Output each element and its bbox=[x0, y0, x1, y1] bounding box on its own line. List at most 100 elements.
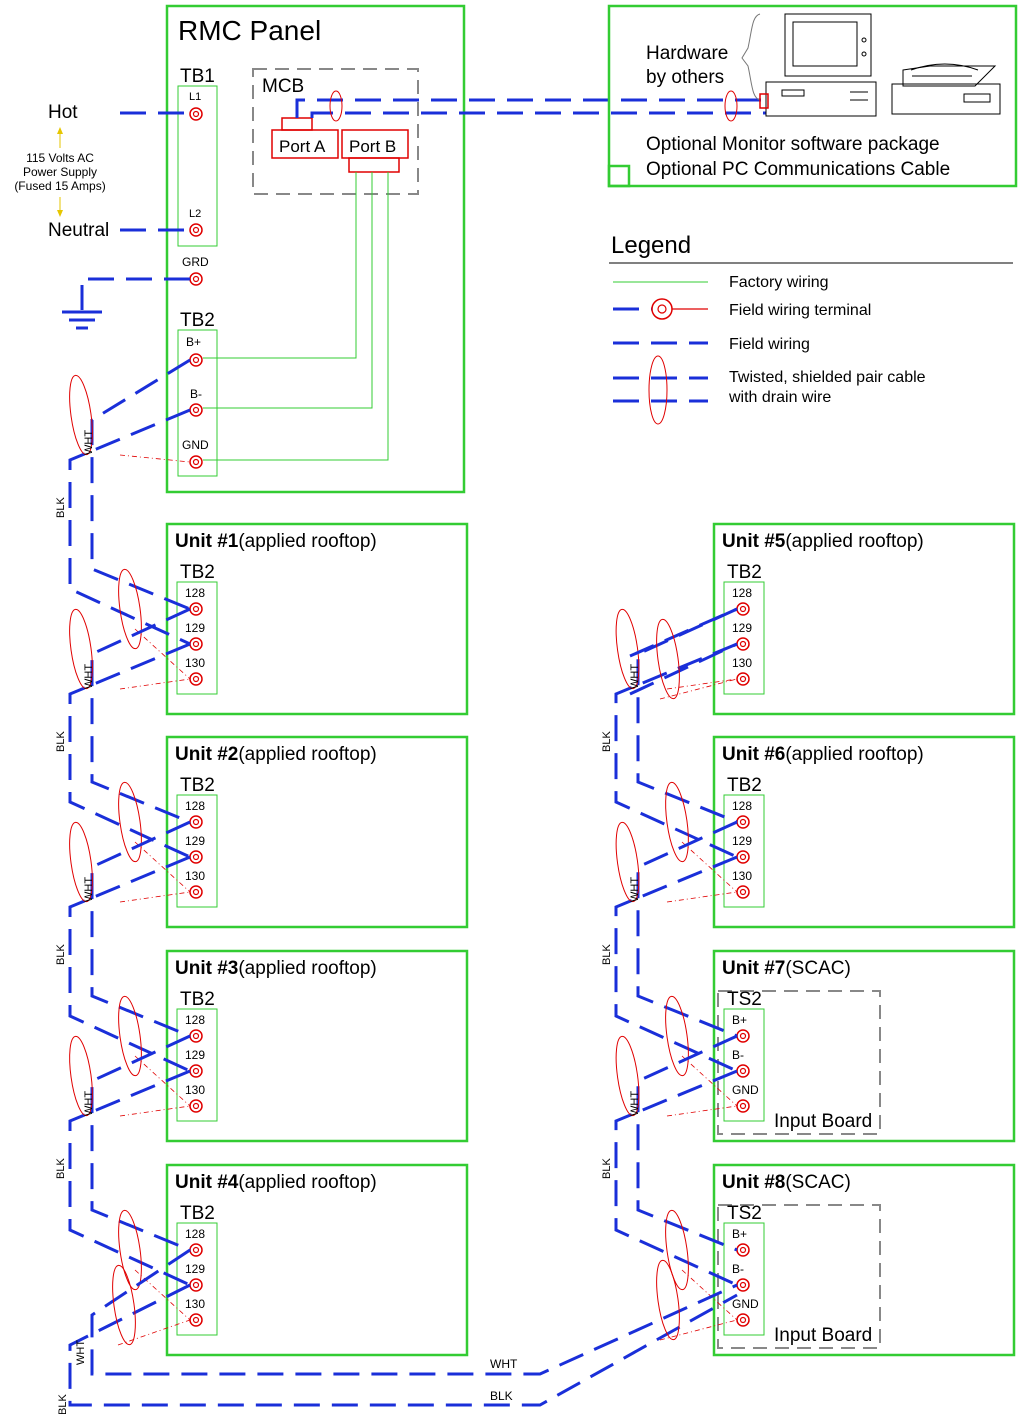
unit-terminal bbox=[736, 672, 750, 686]
wht-label: WHT bbox=[629, 664, 641, 689]
unit-tb-block bbox=[723, 581, 765, 695]
printer-icon bbox=[891, 63, 1001, 115]
unit-terminal-label: B+ bbox=[732, 1227, 747, 1241]
unit-desc: (applied rooftop) bbox=[238, 1172, 376, 1193]
unit-terminal bbox=[736, 1064, 750, 1078]
unit-heading: Unit #5(applied rooftop) bbox=[722, 531, 924, 552]
unit-terminal bbox=[189, 850, 203, 864]
blk-label: BLK bbox=[601, 1158, 613, 1179]
legend-twisted-swatch bbox=[613, 355, 708, 425]
legend-factory-label: Factory wiring bbox=[729, 274, 829, 291]
unit-name: Unit #8 bbox=[722, 1172, 785, 1193]
unit-terminal bbox=[736, 1278, 750, 1292]
hardware-brace bbox=[741, 13, 761, 101]
rmc-panel-box bbox=[165, 4, 466, 494]
panel-tb2-block bbox=[177, 329, 218, 477]
ground-symbol bbox=[62, 310, 102, 330]
tb1-block bbox=[177, 85, 218, 247]
unit-tb-label: TS2 bbox=[727, 989, 762, 1010]
unit-name: Unit #4 bbox=[175, 1172, 239, 1193]
tb1-l2-label: L2 bbox=[189, 208, 201, 220]
blk-label: BLK bbox=[55, 1158, 67, 1179]
hardware-line-2: by others bbox=[646, 67, 724, 88]
units-layer: Unit #1(applied rooftop)TB2128129130Unit… bbox=[165, 522, 1016, 1357]
terminal-b-minus bbox=[189, 403, 203, 417]
unit-heading: Unit #6(applied rooftop) bbox=[722, 744, 924, 765]
unit-tb-block bbox=[176, 581, 218, 695]
unit-heading: Unit #1(applied rooftop) bbox=[175, 531, 377, 552]
supply-arrowhead-up bbox=[57, 127, 63, 134]
unit-terminal-label: 130 bbox=[185, 1083, 205, 1097]
unit-name: Unit #5 bbox=[722, 531, 786, 552]
supply-line-3: (Fused 15 Amps) bbox=[14, 179, 105, 193]
unit-terminal-label: 128 bbox=[185, 799, 205, 813]
unit-name: Unit #1 bbox=[175, 531, 239, 552]
terminal-l2 bbox=[189, 223, 203, 237]
legend-field-label: Field wiring bbox=[729, 336, 810, 353]
unit-terminal-label: 130 bbox=[732, 869, 752, 883]
wht-label: WHT bbox=[83, 1091, 95, 1116]
unit-terminal-label: 129 bbox=[732, 834, 752, 848]
unit-tb-label: TB2 bbox=[180, 775, 215, 796]
wht-label: WHT bbox=[83, 664, 95, 689]
pc-area-box bbox=[607, 4, 1018, 188]
unit-terminal-label: 129 bbox=[732, 621, 752, 635]
input-board-label: Input Board bbox=[774, 1111, 872, 1132]
unit-desc: (applied rooftop) bbox=[238, 531, 376, 552]
pc-communications-cable bbox=[295, 90, 766, 122]
input-board-label: Input Board bbox=[774, 1325, 872, 1346]
unit-terminal-label: B+ bbox=[732, 1013, 747, 1027]
unit-terminal-label: 128 bbox=[185, 1013, 205, 1027]
hot-label: Hot bbox=[48, 102, 78, 123]
supply-arrowhead-down bbox=[57, 210, 63, 217]
unit-heading: Unit #7(SCAC) bbox=[722, 958, 851, 979]
unit-name: Unit #7 bbox=[722, 958, 785, 979]
unit-tb-label: TB2 bbox=[727, 562, 762, 583]
unit-terminal bbox=[736, 885, 750, 899]
unit-terminal bbox=[736, 1243, 750, 1257]
terminal-gnd bbox=[189, 455, 203, 469]
supply-line-1: 115 Volts AC bbox=[26, 151, 94, 165]
unit-terminal bbox=[189, 1029, 203, 1043]
panel-tb2-gnd-label: GND bbox=[182, 438, 209, 452]
unit-terminal bbox=[189, 637, 203, 651]
panel-tb2-bminus-label: B- bbox=[190, 387, 202, 401]
port-a-connector bbox=[281, 117, 313, 131]
unit-desc: (applied rooftop) bbox=[238, 958, 376, 979]
wht-label: WHT bbox=[75, 1340, 87, 1365]
unit-terminal-label: 129 bbox=[185, 1048, 205, 1062]
unit-terminal bbox=[189, 885, 203, 899]
rmc-panel-title: RMC Panel bbox=[178, 15, 321, 46]
unit-terminal-label: B- bbox=[732, 1262, 744, 1276]
left-chain-segment-4: WHT BLK bbox=[55, 1034, 191, 1321]
unit-terminal bbox=[736, 602, 750, 616]
unit-box bbox=[165, 522, 469, 716]
wht-label: WHT bbox=[83, 430, 95, 455]
unit-heading: Unit #4(applied rooftop) bbox=[175, 1172, 377, 1193]
unit-desc: (applied rooftop) bbox=[238, 744, 376, 765]
unit-tb-label: TB2 bbox=[727, 775, 762, 796]
port-a-label: Port A bbox=[279, 137, 326, 156]
unit-terminal-label: 129 bbox=[185, 1262, 205, 1276]
unit-heading: Unit #8(SCAC) bbox=[722, 1172, 851, 1193]
unit-name: Unit #3 bbox=[175, 958, 238, 979]
legend-twisted-label: Twisted, shielded pair cable bbox=[729, 369, 926, 386]
unit-terminal-label: 130 bbox=[732, 656, 752, 670]
blk-label: BLK bbox=[55, 944, 67, 965]
unit-terminal-label: 128 bbox=[185, 1227, 205, 1241]
panel-tb2-bplus-label: B+ bbox=[186, 335, 201, 349]
grd-label: GRD bbox=[182, 255, 209, 269]
unit-terminal bbox=[189, 815, 203, 829]
